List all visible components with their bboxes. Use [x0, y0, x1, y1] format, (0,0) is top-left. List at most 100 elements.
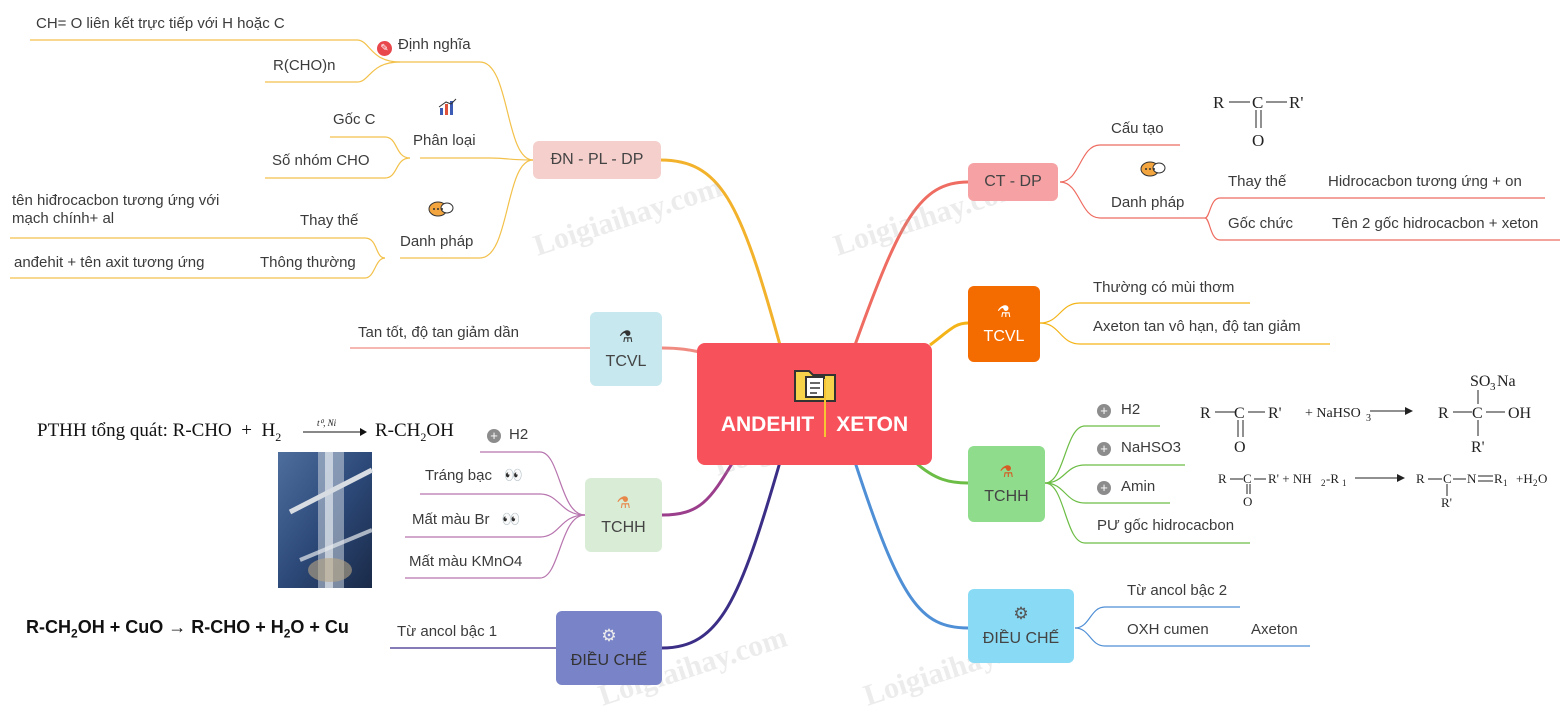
ct-dp-label: CT - DP — [984, 173, 1041, 191]
flask-icon: ⚗ — [616, 493, 630, 513]
svg-text:1: 1 — [1342, 478, 1347, 488]
left-thong-thuong-desc: anđehit + tên axit tương ứng — [14, 254, 204, 272]
branch-line-ct — [855, 182, 968, 345]
branch-line-tcvl-right — [930, 323, 968, 345]
tchh-left-item-kmno4: Mất màu KMnO4 — [409, 553, 522, 571]
tchh-left-item-trang-bac: Tráng bạc 👀 — [425, 467, 523, 485]
pl-1: Gốc C — [333, 111, 376, 129]
plus-icon: + — [1097, 481, 1111, 495]
tcvl-left-label: TCVL — [606, 353, 647, 371]
test-tube-photo — [278, 452, 372, 588]
tcvl-right-item-1: Thường có mùi thơm — [1093, 279, 1234, 297]
lab-icon: ⚗ — [997, 302, 1011, 322]
svg-text:O: O — [1234, 439, 1246, 456]
pl-2: Số nhóm CHO — [272, 152, 370, 170]
speech-bubble-icon — [428, 200, 454, 220]
tcvl-left-item: Tan tốt, độ tan giảm dần — [358, 324, 519, 342]
tchh-right-item-h2: +H2 — [1097, 401, 1140, 419]
node-tchh-left[interactable]: ⚗ TCHH — [585, 478, 662, 552]
dc-right-item-1: Từ ancol bậc 2 — [1127, 582, 1227, 600]
node-dieu-che-left[interactable]: ⚙ ĐIỀU CHẾ — [556, 611, 662, 685]
branch-line-tcvl-left — [662, 348, 700, 352]
def-1: CH= O liên kết trực tiếp với H hoặc C — [36, 15, 285, 33]
trang-bac-label: Tráng bạc — [425, 467, 492, 484]
node-dn-label: ĐN - PL - DP — [551, 151, 644, 169]
svg-text:3: 3 — [1490, 381, 1496, 393]
flask-icon: ⚗ — [999, 462, 1013, 482]
left-thong-thuong: Thông thường — [260, 254, 356, 272]
node-danh-phap-left[interactable]: Danh pháp — [400, 233, 473, 251]
svg-text:3: 3 — [1366, 413, 1371, 424]
center-divider — [824, 379, 826, 437]
node-ct-dp[interactable]: CT - DP — [968, 163, 1058, 201]
tcvl-right-label: TCVL — [984, 328, 1025, 346]
node-dinh-nghia[interactable]: ✎ Định nghĩa — [377, 36, 471, 56]
folder-icon — [793, 363, 837, 403]
branch-line-dc-right — [855, 462, 968, 628]
node-tcvl-left[interactable]: ⚗ TCVL — [590, 312, 662, 386]
eyes-icon: 👀 — [504, 467, 523, 484]
tchh-left-label: TCHH — [601, 519, 645, 537]
branch-line-dn — [660, 160, 780, 345]
dc-left-item: Từ ancol bậc 1 — [397, 623, 497, 641]
svg-text:R: R — [1438, 405, 1449, 422]
svg-text:C: C — [1243, 471, 1252, 486]
right-goc-chuc: Gốc chức — [1228, 215, 1293, 233]
bar-chart-icon — [438, 98, 458, 116]
branch-line-tchh-right — [915, 462, 968, 483]
tchh-right-item-nahso3: +NaHSO3 — [1097, 439, 1181, 457]
svg-text:2: 2 — [1321, 478, 1326, 488]
pthh-condition: t⁰, Ni — [317, 418, 336, 428]
svg-text:2: 2 — [1533, 478, 1538, 488]
svg-text:R: R — [1218, 471, 1227, 486]
mat-mau-br-label: Mất màu Br — [412, 511, 490, 528]
branch-line-tchh-left — [662, 462, 733, 515]
amin-label: Amin — [1121, 478, 1155, 495]
speech-bubble-icon — [1140, 160, 1166, 180]
lab-icon: ⚗ — [619, 327, 633, 347]
pin-icon: ✎ — [377, 41, 392, 56]
gears-icon: ⚙ — [1013, 604, 1028, 624]
svg-text:O: O — [1538, 471, 1547, 486]
right-thay-the-desc: Hidrocacbon tương ứng + on — [1328, 173, 1522, 191]
node-danh-phap-right[interactable]: Danh pháp — [1111, 194, 1184, 212]
center-title-left: ANDEHIT — [721, 413, 814, 437]
node-tchh-right[interactable]: ⚗ TCHH — [968, 446, 1045, 522]
svg-text:R': R' — [1441, 495, 1452, 510]
svg-text:SO: SO — [1470, 373, 1490, 390]
svg-text:Na: Na — [1497, 373, 1516, 390]
tchh-left-item-br: Mất màu Br👀 — [412, 511, 520, 529]
node-cau-tao[interactable]: Cấu tạo — [1111, 120, 1164, 138]
nahso3-label: NaHSO3 — [1121, 439, 1181, 456]
left-thay-the: Thay thế — [300, 212, 358, 230]
svg-text:R: R — [1494, 471, 1503, 486]
tchh-right-h2-label: H2 — [1121, 401, 1140, 418]
svg-text:R': R' — [1268, 405, 1282, 422]
svg-text:N: N — [1467, 471, 1477, 486]
svg-text:1: 1 — [1503, 478, 1508, 488]
node-phan-loai[interactable]: Phân loại — [413, 132, 476, 150]
center-node[interactable]: ANDEHIT XETON — [697, 343, 932, 465]
tcvl-right-item-2: Axeton tan vô hạn, độ tan giảm — [1093, 318, 1301, 336]
tchh-right-label: TCHH — [984, 488, 1028, 506]
svg-text:R': R' — [1289, 93, 1303, 112]
tchh-right-item-amin: + Amin — [1097, 478, 1155, 496]
tchh-right-item-pu: PƯ gốc hidrocacbon — [1097, 517, 1234, 535]
svg-text:R: R — [1213, 93, 1225, 112]
def-2: R(CHO)n — [273, 57, 336, 75]
dc-right-item-2: OXH cumen — [1127, 621, 1209, 639]
svg-text:R' + NH: R' + NH — [1268, 471, 1312, 486]
node-tcvl-right[interactable]: ⚗ TCVL — [968, 286, 1040, 362]
svg-text:C: C — [1252, 93, 1263, 112]
node-dieu-che-right[interactable]: ⚙ ĐIỀU CHẾ — [968, 589, 1074, 663]
pthh-prefix: PTHH tổng quát: — [37, 420, 168, 441]
dinh-nghia-label: Định nghĩa — [398, 36, 471, 53]
svg-text:OH: OH — [1508, 405, 1532, 422]
center-title-right: XETON — [836, 413, 908, 437]
tchh-left-item-h2: +H2 — [487, 426, 528, 444]
dieu-che-right-label: ĐIỀU CHẾ — [983, 630, 1059, 648]
node-dn-pl-dp[interactable]: ĐN - PL - DP — [533, 141, 661, 179]
right-goc-chuc-desc: Tên 2 gốc hidrocacbon + xeton — [1332, 215, 1538, 233]
svg-text:R: R — [1416, 471, 1425, 486]
svg-text:-R: -R — [1326, 471, 1339, 486]
